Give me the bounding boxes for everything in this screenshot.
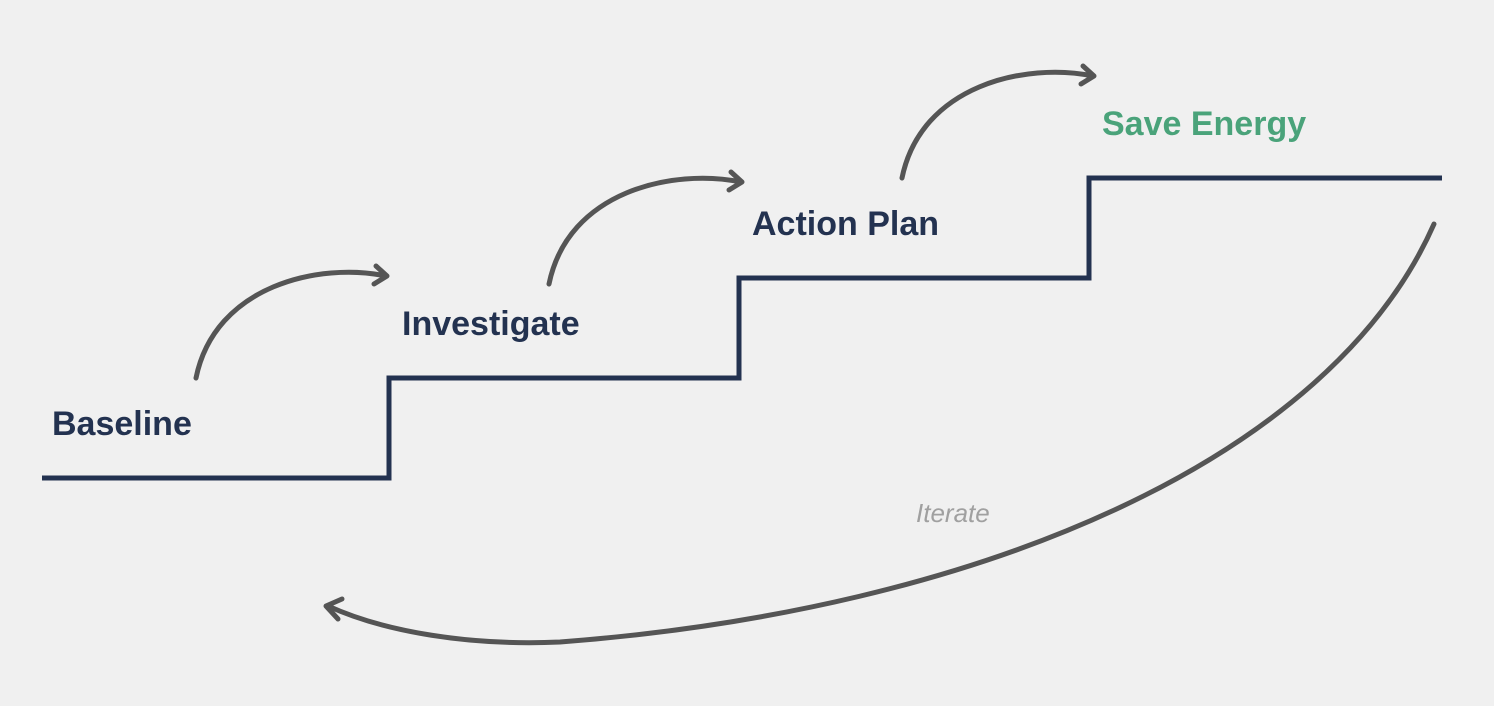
- step-label-baseline: Baseline: [52, 405, 192, 443]
- step-label-save-energy: Save Energy: [1102, 105, 1307, 143]
- iterate-arrow: [323, 221, 1437, 646]
- iterate-label: Iterate: [916, 498, 990, 528]
- step-label-investigate: Investigate: [402, 305, 580, 343]
- step-label-action-plan: Action Plan: [752, 205, 940, 243]
- step-arrow-3: [899, 63, 1097, 181]
- staircase-line: [42, 175, 1442, 481]
- step-arrow-2: [546, 169, 745, 287]
- step-arrow-1: [193, 263, 390, 381]
